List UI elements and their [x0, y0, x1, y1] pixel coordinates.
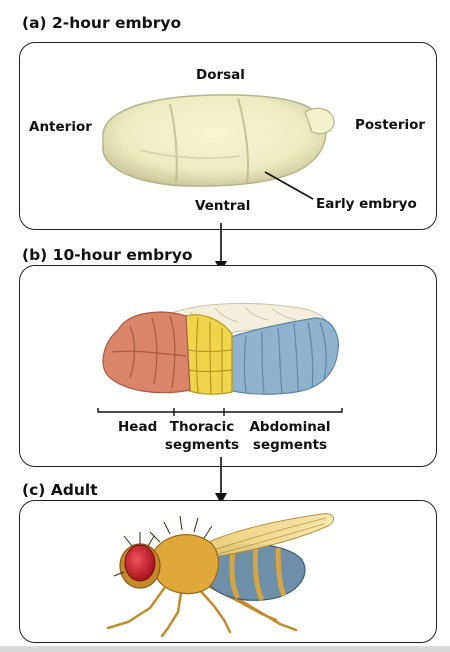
label-thoracic-line2: segments [164, 437, 240, 453]
label-head: Head [118, 419, 158, 435]
label-thoracic-line1: Thoracic [169, 419, 235, 435]
panel-c-title: (c) Adult [22, 481, 98, 499]
panel-b-title: (b) 10-hour embryo [22, 246, 193, 264]
label-anterior: Anterior [29, 119, 92, 135]
label-dorsal: Dorsal [196, 67, 245, 83]
label-abdominal-line1: Abdominal [249, 419, 331, 435]
label-posterior: Posterior [355, 117, 426, 133]
bottom-strip [0, 646, 450, 652]
label-early-embryo: Early embryo [316, 196, 417, 212]
label-abdominal-line2: segments [252, 437, 328, 453]
label-ventral: Ventral [195, 198, 251, 214]
panel-a-title: (a) 2-hour embryo [22, 14, 182, 32]
